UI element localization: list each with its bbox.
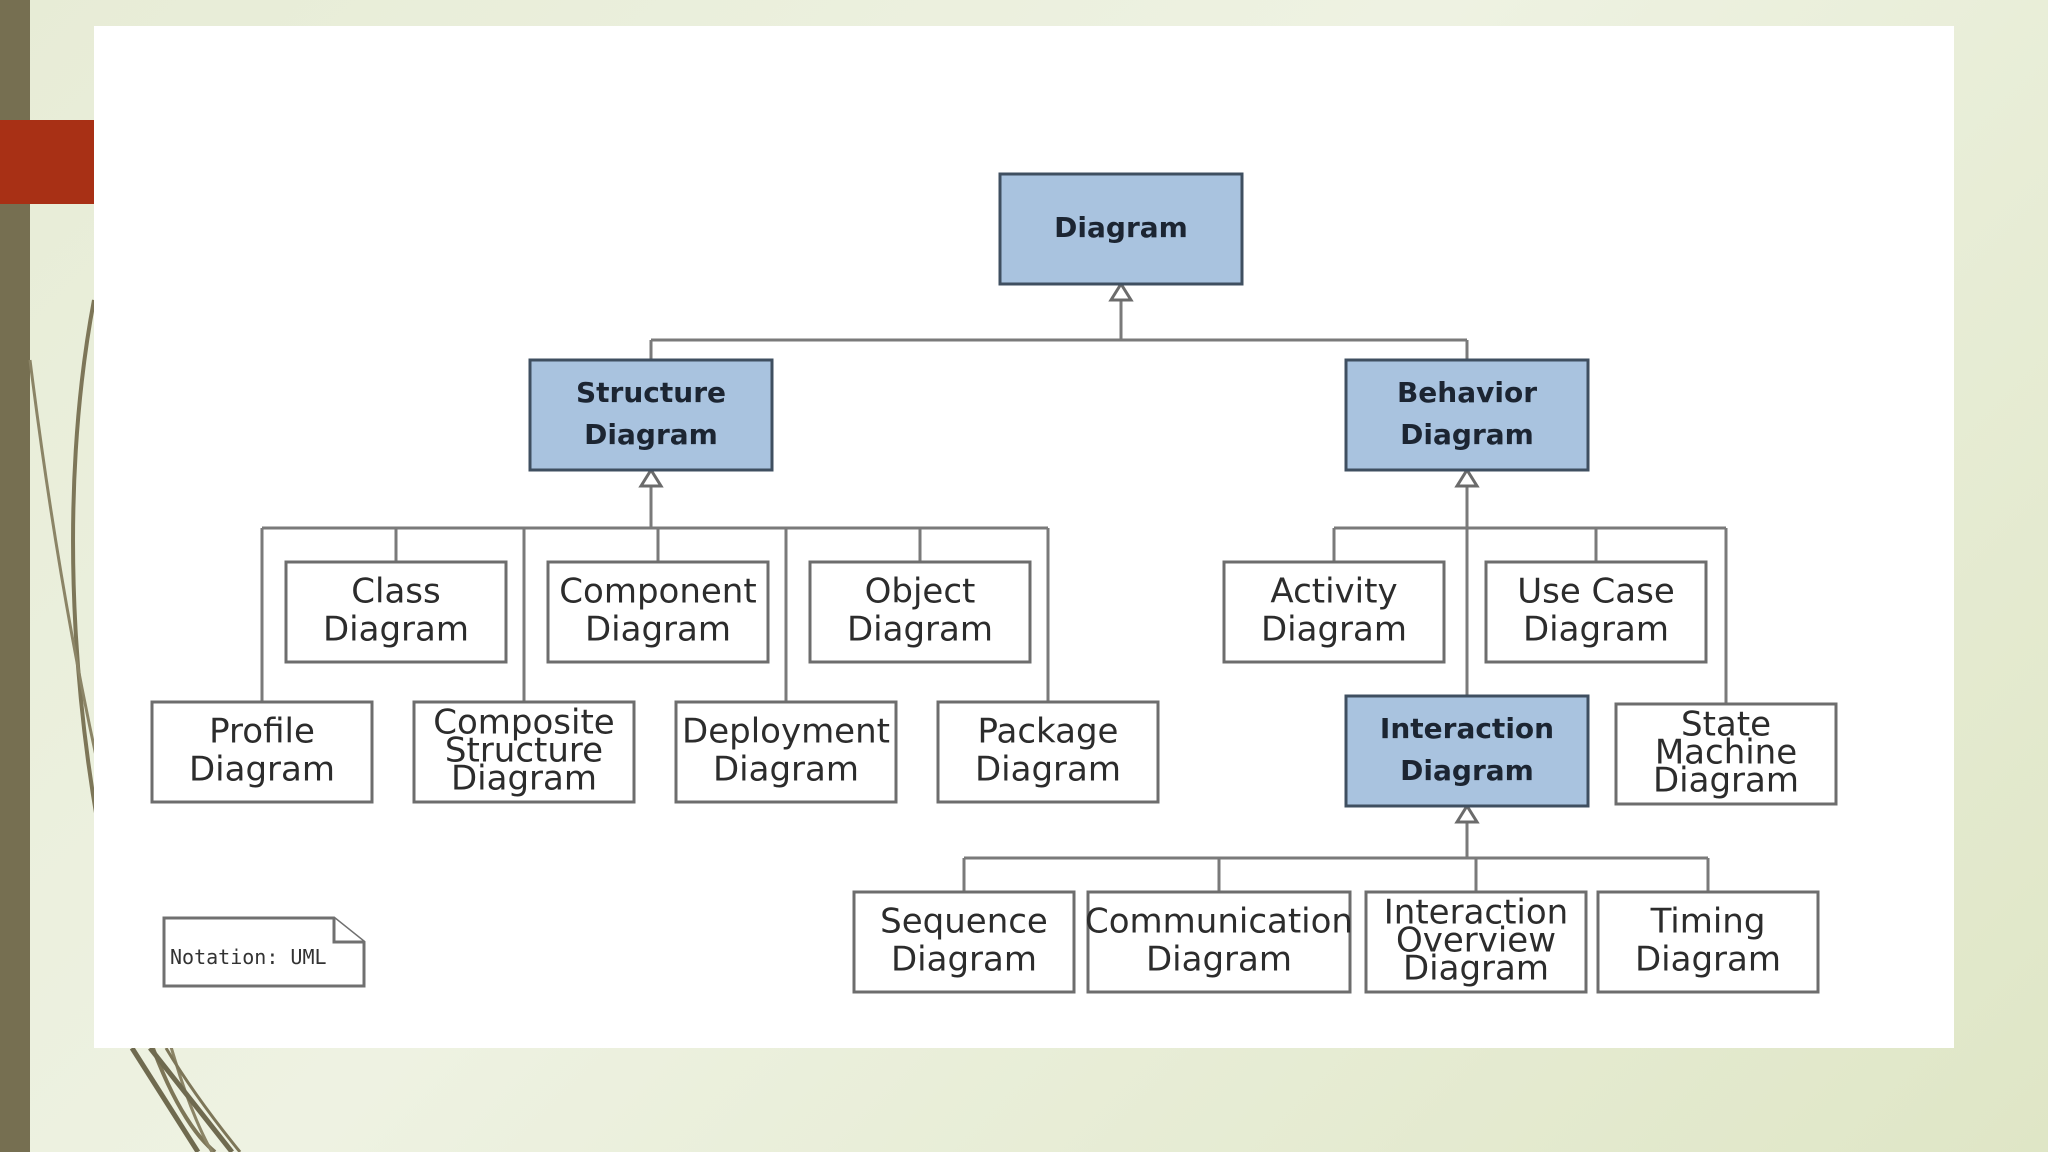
interaction-diagram-node-label-line: Diagram (1400, 754, 1534, 787)
profile-diagram-node-label-line: Profile (209, 712, 315, 752)
structure-diagram-node-box (528, 358, 774, 472)
interaction-overview-diagram-node-label-line: Overview (1396, 921, 1556, 961)
diagram-nodes: DiagramStructureDiagramBehaviorDiagramIn… (150, 172, 1838, 994)
use-case-diagram-node-label-line: Diagram (1523, 610, 1669, 650)
communication-diagram-node-box (1086, 890, 1352, 994)
structure-diagram-node-label-line: Structure (576, 376, 726, 409)
composite-structure-diagram-node-label-line: Diagram (451, 759, 597, 799)
object-diagram-node-label-line: Diagram (847, 610, 993, 650)
package-diagram-node-label-line: Package (978, 712, 1119, 752)
state-machine-diagram-node-label-line: Diagram (1653, 761, 1799, 801)
interaction-overview-diagram-node-label-line: Interaction (1384, 893, 1568, 933)
behavior-diagram-node-box (1344, 358, 1590, 472)
component-diagram-node-box (546, 560, 770, 664)
diagram-node-label-line: Diagram (1054, 211, 1188, 244)
composite-structure-diagram-node-label-line: Structure (445, 731, 603, 771)
profile-diagram-node-label-line: Diagram (189, 750, 335, 790)
package-diagram-node-label-line: Diagram (975, 750, 1121, 790)
composite-structure-diagram-node-label-line: Composite (433, 703, 614, 743)
profile-diagram-node-box (150, 700, 374, 804)
composite-structure-diagram-node-box (412, 700, 636, 804)
interaction-overview-diagram-node-box (1364, 890, 1588, 994)
deployment-diagram-node-label-line: Deployment (682, 712, 890, 752)
generalization-arrowhead (638, 467, 664, 488)
notation-label: Notation: UML (170, 945, 327, 969)
class-diagram-node-label-line: Diagram (323, 610, 469, 650)
deployment-diagram-node-box (674, 700, 898, 804)
generalization-arrowhead (1454, 467, 1480, 488)
state-machine-diagram-node-label-line: State (1681, 705, 1771, 745)
note-box (162, 916, 366, 988)
class-diagram-node-box (284, 560, 508, 664)
communication-diagram-node-label-line: Communication (1085, 902, 1353, 942)
package-diagram-node-box (936, 700, 1160, 804)
interaction-overview-diagram-node-label-line: Diagram (1403, 949, 1549, 989)
connectors (260, 281, 1728, 892)
deployment-diagram-node-label-line: Diagram (713, 750, 859, 790)
note-fold (332, 918, 364, 944)
generalization-arrowhead (1108, 281, 1134, 302)
component-diagram-node-label-line: Component (559, 572, 756, 612)
diagram-node: Diagram (998, 172, 1244, 286)
activity-diagram-node-label-line: Diagram (1261, 610, 1407, 650)
object-diagram-node-box (808, 560, 1032, 664)
timing-diagram-node-label-line: Timing (1650, 902, 1766, 942)
communication-diagram-node-label-line: Diagram (1146, 940, 1292, 980)
structure-diagram-node-label-line: Diagram (584, 418, 718, 451)
sequence-diagram-node-label-line: Diagram (891, 940, 1037, 980)
timing-diagram-node-box (1596, 890, 1820, 994)
slide-accent-block (0, 120, 94, 204)
interaction-diagram-node-label-line: Interaction (1380, 712, 1554, 745)
diagram-node-box (998, 172, 1244, 286)
activity-diagram-node-box (1222, 560, 1446, 664)
generalization-arrowhead (1454, 803, 1480, 824)
behavior-diagram-node-label-line: Diagram (1400, 418, 1534, 451)
uml-diagram: DiagramStructureDiagramBehaviorDiagramIn… (150, 172, 1838, 994)
state-machine-diagram-node-box (1614, 702, 1838, 806)
interaction-diagram-node-box (1344, 694, 1590, 808)
use-case-diagram-node-box (1484, 560, 1708, 664)
sequence-diagram-node-box (852, 890, 1076, 994)
timing-diagram-node-label-line: Diagram (1635, 940, 1781, 980)
activity-diagram-node-label-line: Activity (1270, 572, 1397, 612)
class-diagram-node-label-line: Class (351, 572, 440, 612)
component-diagram-node-label-line: Diagram (585, 610, 731, 650)
sequence-diagram-node-label-line: Sequence (880, 902, 1048, 942)
object-diagram-node-label-line: Object (865, 572, 976, 612)
behavior-diagram-node-label-line: Behavior (1397, 376, 1537, 409)
notation-note: Notation: UML (162, 916, 366, 988)
use-case-diagram-node-label-line: Use Case (1517, 572, 1675, 612)
state-machine-diagram-node-label-line: Machine (1655, 733, 1797, 773)
